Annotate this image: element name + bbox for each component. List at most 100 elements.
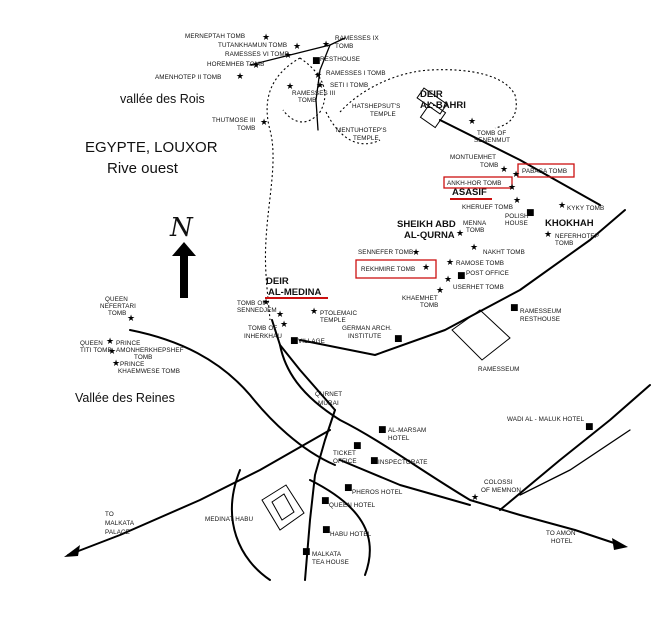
- label-thutmose-iii-2: TOMB: [237, 125, 255, 132]
- building-icon: ■: [370, 456, 379, 466]
- label-ankh-hor: ANKH-HOR TOMB: [447, 180, 502, 187]
- label-al-marsam-1: AL-MARSAM: [388, 427, 426, 434]
- building-icon: ■: [394, 334, 403, 344]
- highlights: [265, 163, 575, 299]
- label-inherkhau-1: TOMB OF: [248, 325, 277, 332]
- label-hatshepsut-2: TEMPLE: [370, 111, 396, 118]
- star-icon: ★: [108, 347, 116, 357]
- label-german-2: INSTITUTE: [348, 333, 381, 340]
- building-icon: ■: [302, 547, 311, 557]
- roads: [67, 37, 651, 581]
- medina-labels: ★ TOMB OF SENNEDJEM ★ ★ TOMB OF INHERKHA…: [237, 298, 403, 346]
- label-khaemwese-1: PRINCE: [120, 361, 144, 368]
- star-icon: ★: [286, 82, 294, 92]
- label-khaemwese-2: KHAEMWESE TOMB: [118, 368, 180, 375]
- area-qurnet-2: MURAI: [318, 400, 339, 407]
- label-nefertari-1: QUEEN: [105, 296, 128, 303]
- label-to-malkata-3: PALACE: [105, 529, 130, 536]
- title-line-2: Rive ouest: [107, 160, 179, 177]
- label-seti-i: SETI I TOMB: [330, 82, 368, 89]
- label-menna-1: MENNA: [463, 220, 487, 227]
- north-arrow: N: [169, 213, 196, 298]
- star-icon: ★: [322, 40, 330, 50]
- label-amon-3: TOMB: [134, 354, 152, 361]
- label-mentuhotep-2: TEMPLE: [353, 135, 379, 142]
- star-icon: ★: [314, 71, 322, 81]
- label-sennedjem-1: TOMB OF: [237, 300, 266, 307]
- area-sheikh-1: SHEIKH ABD: [397, 219, 456, 230]
- label-ticket-2: OFFICE: [333, 458, 357, 465]
- building-icon: ■: [457, 271, 466, 281]
- label-amon-2: AMONHERKHEPSHEF: [116, 347, 184, 354]
- label-ptolemaic-1: PTOLEMAIC: [320, 310, 358, 317]
- label-to-malkata-1: TO: [105, 511, 114, 518]
- label-ramesses-iii-2: TOMB: [298, 97, 316, 104]
- star-icon: ★: [276, 310, 284, 320]
- star-icon: ★: [513, 196, 521, 206]
- site-outlines: [261, 87, 511, 531]
- area-sheikh-2: AL-QURNA: [404, 230, 455, 241]
- label-polish-2: HOUSE: [505, 220, 528, 227]
- label-malkata-tea-1: MALKATA: [312, 551, 342, 558]
- building-icon: ■: [378, 425, 387, 435]
- label-khaemhet-1: KHAEMHET: [402, 295, 438, 302]
- star-icon: ★: [252, 61, 260, 71]
- label-colossi-2: OF MEMNON: [481, 487, 521, 494]
- star-icon: ★: [316, 81, 324, 91]
- label-kheruef: KHERUEF TOMB: [462, 204, 513, 211]
- title-block: EGYPTE, LOUXOR Rive ouest: [85, 139, 218, 177]
- label-al-marsam-2: HOTEL: [388, 435, 410, 442]
- label-ramose: RAMOSE TOMB: [456, 260, 504, 267]
- label-medinat-habu: MEDINAT HABU: [205, 516, 254, 523]
- building-icon: ■: [321, 496, 330, 506]
- star-icon: ★: [558, 201, 566, 211]
- label-pabasa: PABASA TOMB: [522, 168, 567, 175]
- label-titi-2: TITI TOMB: [80, 347, 112, 354]
- building-icon: ■: [290, 336, 299, 346]
- area-deir-al-medina-2: AL-MEDINA: [268, 287, 321, 298]
- label-habu-hotel: HABU HOTEL: [330, 531, 372, 538]
- star-icon: ★: [236, 72, 244, 82]
- label-ramesseum-rh-2: RESTHOUSE: [520, 316, 560, 323]
- label-to-malkata-2: MALKATA: [105, 520, 135, 527]
- label-ramesses-ix-1: RAMESSES IX: [335, 35, 379, 42]
- star-icon: ★: [112, 359, 120, 369]
- label-to-amon-2: HOTEL: [551, 538, 573, 545]
- star-icon: ★: [446, 258, 454, 268]
- star-icon: ★: [412, 248, 420, 258]
- star-icon: ★: [260, 118, 268, 128]
- building-icon: ■: [322, 525, 331, 535]
- label-rekhmire: REKHMIRE TOMB: [361, 266, 415, 273]
- label-hatshepsut-1: HATSHEPSUT'S: [352, 103, 400, 110]
- label-khaemhet-2: TOMB: [420, 302, 438, 309]
- building-icon: ■: [585, 422, 594, 432]
- star-icon: ★: [471, 493, 479, 503]
- label-nefertari-3: TOMB: [108, 310, 126, 317]
- star-icon: ★: [468, 117, 476, 127]
- label-post-office: POST OFFICE: [466, 270, 509, 277]
- building-icon: ■: [510, 303, 519, 313]
- label-pheros: PHEROS HOTEL: [352, 489, 403, 496]
- area-labels: DEIR AL-BAHRI SHEIKH ABD AL-QURNA KHOKHA…: [266, 89, 594, 407]
- label-queen-hotel: QUEEN HOTEL: [329, 502, 376, 509]
- label-montuemhet-1: MONTUEMHET: [450, 154, 496, 161]
- label-malkata-tea-2: TEA HOUSE: [312, 559, 349, 566]
- label-village: VILLAGE: [298, 338, 325, 345]
- area-deir-al-bahri-1: DEIR: [420, 89, 443, 100]
- north-letter: N: [169, 213, 194, 243]
- label-senenmut-2: SENENMUT: [474, 137, 510, 144]
- star-icon: ★: [293, 42, 301, 52]
- label-ramesses-ix-2: TOMB: [335, 43, 353, 50]
- star-icon: ★: [262, 298, 270, 308]
- star-icon: ★: [508, 183, 516, 193]
- area-asasif: ASASIF: [452, 187, 487, 198]
- label-ramesses-vi: RAMESSES VI TOMB: [225, 51, 289, 58]
- arrow-up-icon: [172, 242, 196, 298]
- label-polish-1: POLISH: [505, 213, 529, 220]
- label-mentuhotep-1: MENTUHOTEP'S: [336, 127, 387, 134]
- label-sennefer: SENNEFER TOMB: [358, 249, 413, 256]
- label-ramesses-iii-1: RAMESSES III: [292, 90, 335, 97]
- building-icon: ■: [526, 208, 535, 218]
- road-arrows: [64, 538, 628, 557]
- label-ptolemaic-2: TEMPLE: [320, 317, 346, 324]
